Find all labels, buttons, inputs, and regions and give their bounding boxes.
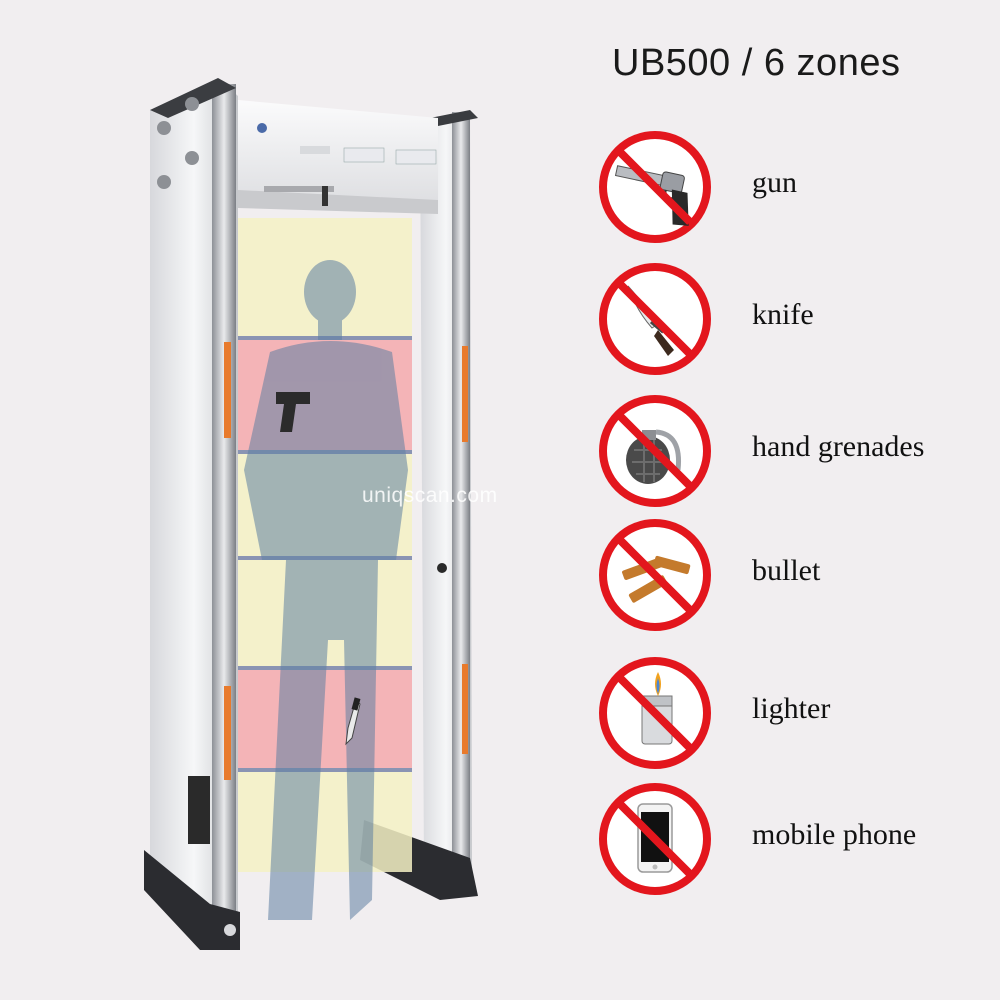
metal-detector-illustration xyxy=(144,78,478,950)
side-control-box xyxy=(188,776,210,844)
right-led-strip-bottom xyxy=(462,664,468,754)
left-led-strip-bottom xyxy=(224,686,231,780)
lighter-icon xyxy=(599,657,711,769)
mobile-phone-icon xyxy=(599,783,711,895)
prohibited-item-lighter: lighter xyxy=(598,656,988,774)
prohibited-item-gun: gun xyxy=(598,130,988,248)
prohibited-item-hand-grenades: hand grenades xyxy=(598,394,988,512)
grenade-icon xyxy=(599,395,711,507)
left-led-strip-top xyxy=(224,342,231,438)
control-panel xyxy=(238,100,438,214)
uniqscan-logo xyxy=(257,123,267,133)
bullet-icon xyxy=(599,519,711,631)
left-pillar xyxy=(144,78,240,950)
gun-in-zone-icon xyxy=(276,392,310,432)
item-label-bullet: bullet xyxy=(752,554,821,587)
item-label-gun: gun xyxy=(752,166,797,199)
knife-in-zone-icon xyxy=(345,697,361,746)
door-sensor xyxy=(437,563,447,573)
right-led-strip-top xyxy=(462,346,468,442)
right-pillar xyxy=(360,110,478,900)
page-title: UB500 / 6 zones xyxy=(612,42,901,84)
prohibited-item-knife: knife xyxy=(598,262,988,380)
item-label-knife: knife xyxy=(752,298,814,331)
knife-icon xyxy=(599,263,711,375)
watermark: uniqscan.com xyxy=(362,484,498,507)
item-label-hand-grenades: hand grenades xyxy=(752,430,925,463)
person-silhouette xyxy=(244,260,408,920)
prohibited-item-mobile-phone: mobile phone xyxy=(598,782,988,900)
item-label-mobile-phone: mobile phone xyxy=(752,818,917,851)
gun-icon xyxy=(599,131,711,243)
prohibited-item-bullet: bullet xyxy=(598,518,988,636)
item-label-lighter: lighter xyxy=(752,692,831,725)
